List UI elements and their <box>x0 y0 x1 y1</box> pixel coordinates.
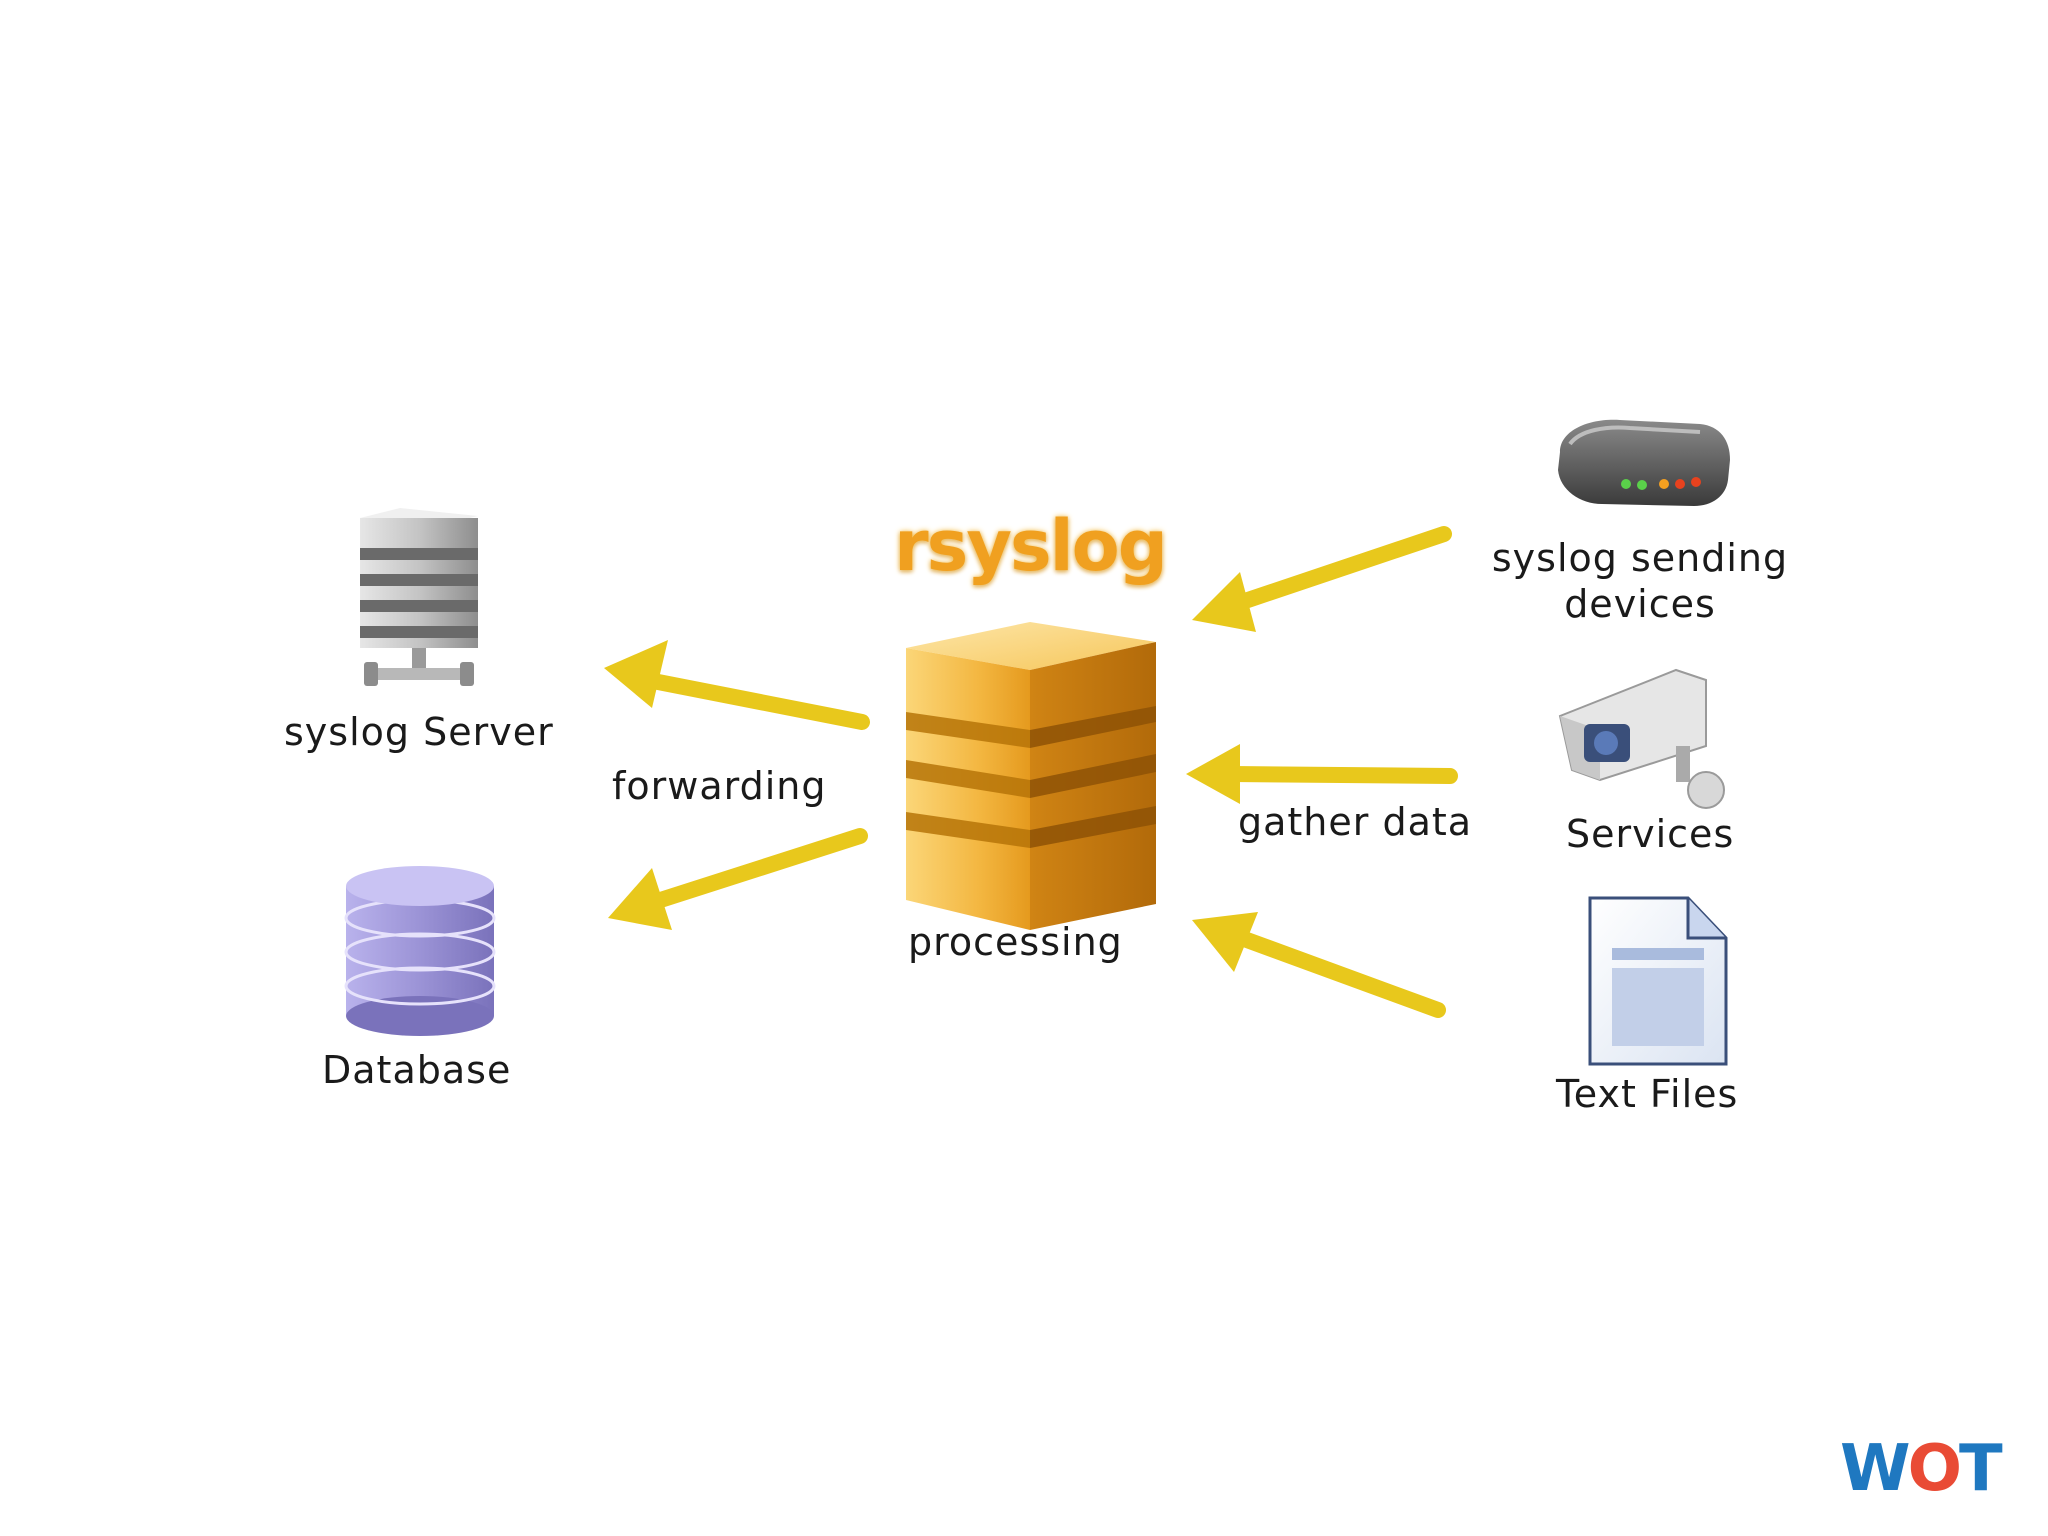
wot-logo: WOT <box>1840 1432 2003 1506</box>
arrow-forward-to-database <box>608 828 868 930</box>
arrow-forward-to-server <box>604 640 870 730</box>
network-device-icon <box>1558 419 1730 506</box>
server-icon <box>360 508 478 686</box>
rsyslog-title: rsyslog <box>894 505 1168 587</box>
arrows-group <box>604 526 1458 1018</box>
arrow-gather-textfiles <box>1192 912 1446 1018</box>
label-database: Database <box>322 1048 512 1092</box>
label-processing: processing <box>908 920 1123 964</box>
label-syslog-server: syslog Server <box>284 710 554 754</box>
arrow-gather-devices <box>1192 526 1452 632</box>
label-devices-line1: syslog sending <box>1491 536 1789 580</box>
arrow-gather-services <box>1186 744 1458 804</box>
label-syslog-sending-devices: syslog sending devices <box>1470 536 1810 627</box>
label-services: Services <box>1566 812 1735 856</box>
processing-box-icon <box>906 622 1156 930</box>
label-gather-data: gather data <box>1238 800 1473 844</box>
label-devices-line2: devices <box>1564 581 1716 626</box>
text-file-icon <box>1588 896 1728 1066</box>
database-icon <box>344 866 496 1036</box>
security-camera-icon <box>1558 668 1725 809</box>
label-text-files: Text Files <box>1556 1072 1739 1116</box>
label-forwarding: forwarding <box>612 764 827 808</box>
